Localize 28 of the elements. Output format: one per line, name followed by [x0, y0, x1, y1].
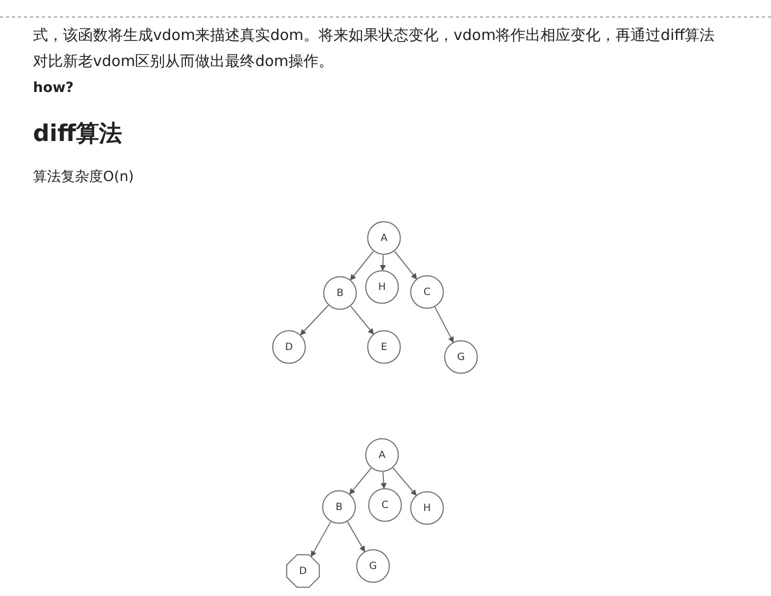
arrow [394, 250, 418, 280]
circle-node: H [410, 491, 444, 525]
arrow [380, 471, 387, 490]
circle-node: G [356, 549, 390, 583]
arrow [434, 306, 454, 343]
circle-node: E [367, 330, 401, 364]
subheading: how? [33, 80, 74, 96]
circle-node: D [272, 330, 306, 364]
arrow [310, 521, 332, 558]
arrow [347, 521, 365, 552]
circle-node: C [368, 488, 402, 522]
arrow [392, 467, 417, 496]
circle-node: H [365, 270, 399, 304]
arrow [350, 306, 374, 335]
circle-node: A [365, 438, 399, 472]
circle-node: G [444, 340, 478, 374]
paragraph: 式，该函数将生成vdom来描述真实dom。将来如果状态变化，vdom将作出相应变化，再通过diff算法对比新老vdom区别从而做出最终dom操作。 [33, 25, 716, 72]
arrow [300, 304, 329, 336]
arrow [380, 254, 386, 272]
circle-node: C [410, 275, 444, 309]
circle-node: B [322, 490, 356, 524]
arrow [349, 468, 372, 495]
circle-node: B [323, 276, 357, 310]
circle-node: A [367, 221, 401, 255]
section-heading: diff算法 [33, 120, 122, 149]
octagon-node: D [286, 554, 320, 588]
arrow [350, 250, 374, 280]
body-text: 算法复杂度O(n) [33, 168, 134, 186]
